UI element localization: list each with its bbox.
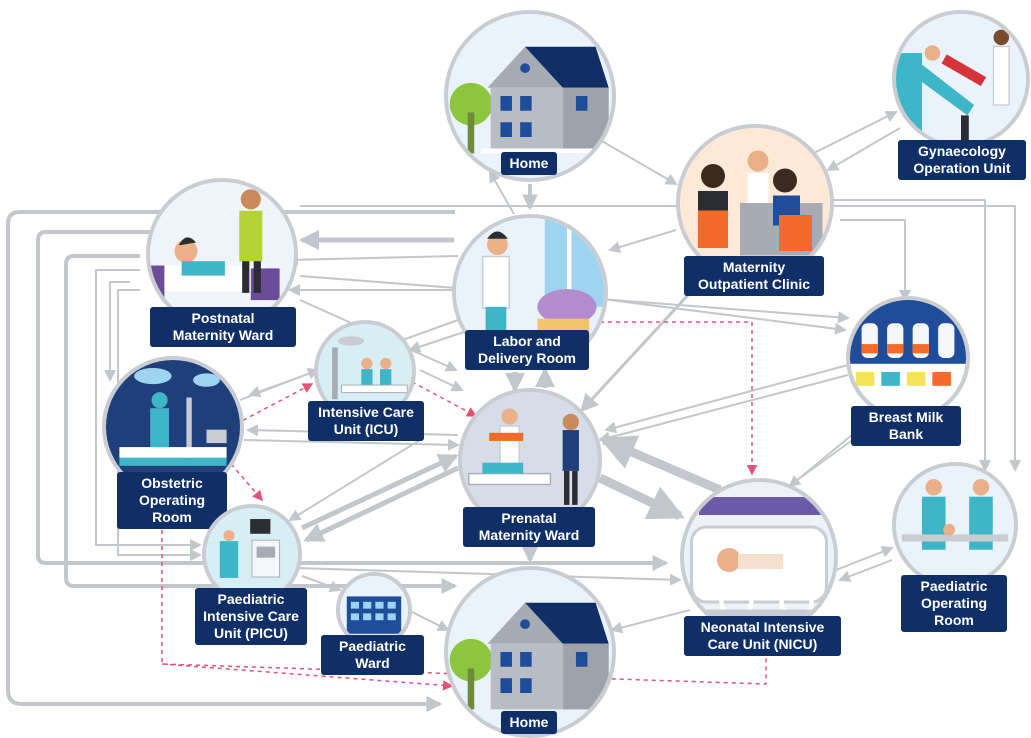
nicu-circle	[680, 478, 838, 636]
flow-arrow	[301, 575, 342, 593]
loop-arrow	[6, 210, 455, 712]
flow-arrow	[288, 439, 421, 522]
flow-arrow	[599, 139, 678, 186]
flow-arrow	[419, 369, 464, 392]
milk-bank-label: Breast Milk Bank	[851, 406, 961, 446]
loop-arrow	[840, 219, 911, 302]
loop-arrow	[104, 281, 130, 382]
icu-label: Intensive Care Unit (ICU)	[308, 401, 424, 441]
gynaecology-circle	[892, 10, 1030, 148]
prenatal-ward-icon	[462, 392, 598, 528]
flow-arrow	[826, 127, 901, 172]
flow-arrow	[239, 367, 320, 401]
flow-arrow	[300, 453, 459, 531]
home-top-label: Home	[501, 152, 557, 175]
nicu-label: Neonatal Intensive Care Unit (NICU)	[684, 616, 841, 656]
flow-arrow	[604, 364, 849, 434]
flow-arrow	[303, 465, 460, 543]
mother-baby-bed-icon	[150, 182, 294, 326]
flow-arrow	[608, 229, 677, 253]
outpatient-label: Maternity Outpatient Clinic	[684, 256, 824, 296]
loop-arrow	[830, 199, 991, 472]
loop-arrow	[300, 205, 1021, 472]
flow-arrow	[579, 280, 702, 413]
postnatal-label: Postnatal Maternity Ward	[150, 307, 296, 347]
picu-monitor-icon	[206, 508, 298, 600]
dashed-arrow	[600, 321, 758, 476]
flow-arrow	[598, 473, 685, 521]
prenatal-label: Prenatal Maternity Ward	[463, 507, 595, 547]
dashed-arrow	[235, 383, 314, 425]
home-bottom-circle	[444, 566, 616, 738]
flow-arrow	[610, 609, 691, 634]
flow-arrow	[411, 611, 450, 631]
incubator-icon	[684, 482, 834, 632]
hospital-building-icon	[340, 576, 408, 644]
gynaecology-chair-icon	[896, 14, 1026, 144]
paediatric-or-circle	[892, 462, 1018, 588]
home-top-circle	[444, 10, 616, 182]
flow-arrow	[838, 559, 893, 583]
flow-arrow	[599, 435, 722, 495]
flow-arrow	[598, 374, 849, 444]
loop-arrow	[64, 254, 458, 594]
paediatric-or-label: Paediatric Operating Room	[901, 575, 1007, 632]
home-bottom-label: Home	[501, 711, 557, 734]
loop-arrow	[36, 230, 669, 571]
operating-theatre-icon	[106, 360, 240, 494]
house-icon	[448, 14, 612, 178]
flow-arrow	[835, 546, 894, 571]
milk-bank-circle	[846, 296, 970, 420]
dashed-arrow	[161, 663, 454, 691]
surgeons-icon	[896, 466, 1014, 584]
flow-arrow	[489, 170, 515, 215]
milk-bottles-icon	[850, 300, 966, 416]
house-icon	[448, 570, 612, 734]
paediatric-ward-label: Paediatric Ward	[321, 635, 424, 675]
picu-label: Paediatric Intensive Care Unit (PICU)	[195, 588, 307, 645]
consultation-desk-icon	[680, 128, 830, 278]
flow-arrow	[609, 299, 847, 335]
flow-arrow	[243, 438, 460, 451]
flow-arrow	[286, 253, 459, 266]
picu-circle	[202, 504, 302, 604]
loop-arrow	[95, 269, 202, 551]
labor-label: Labor and Delivery Room	[465, 330, 589, 370]
dashed-arrow	[161, 530, 772, 685]
gynaecology-label: Gynaecology Operation Unit	[898, 140, 1026, 180]
